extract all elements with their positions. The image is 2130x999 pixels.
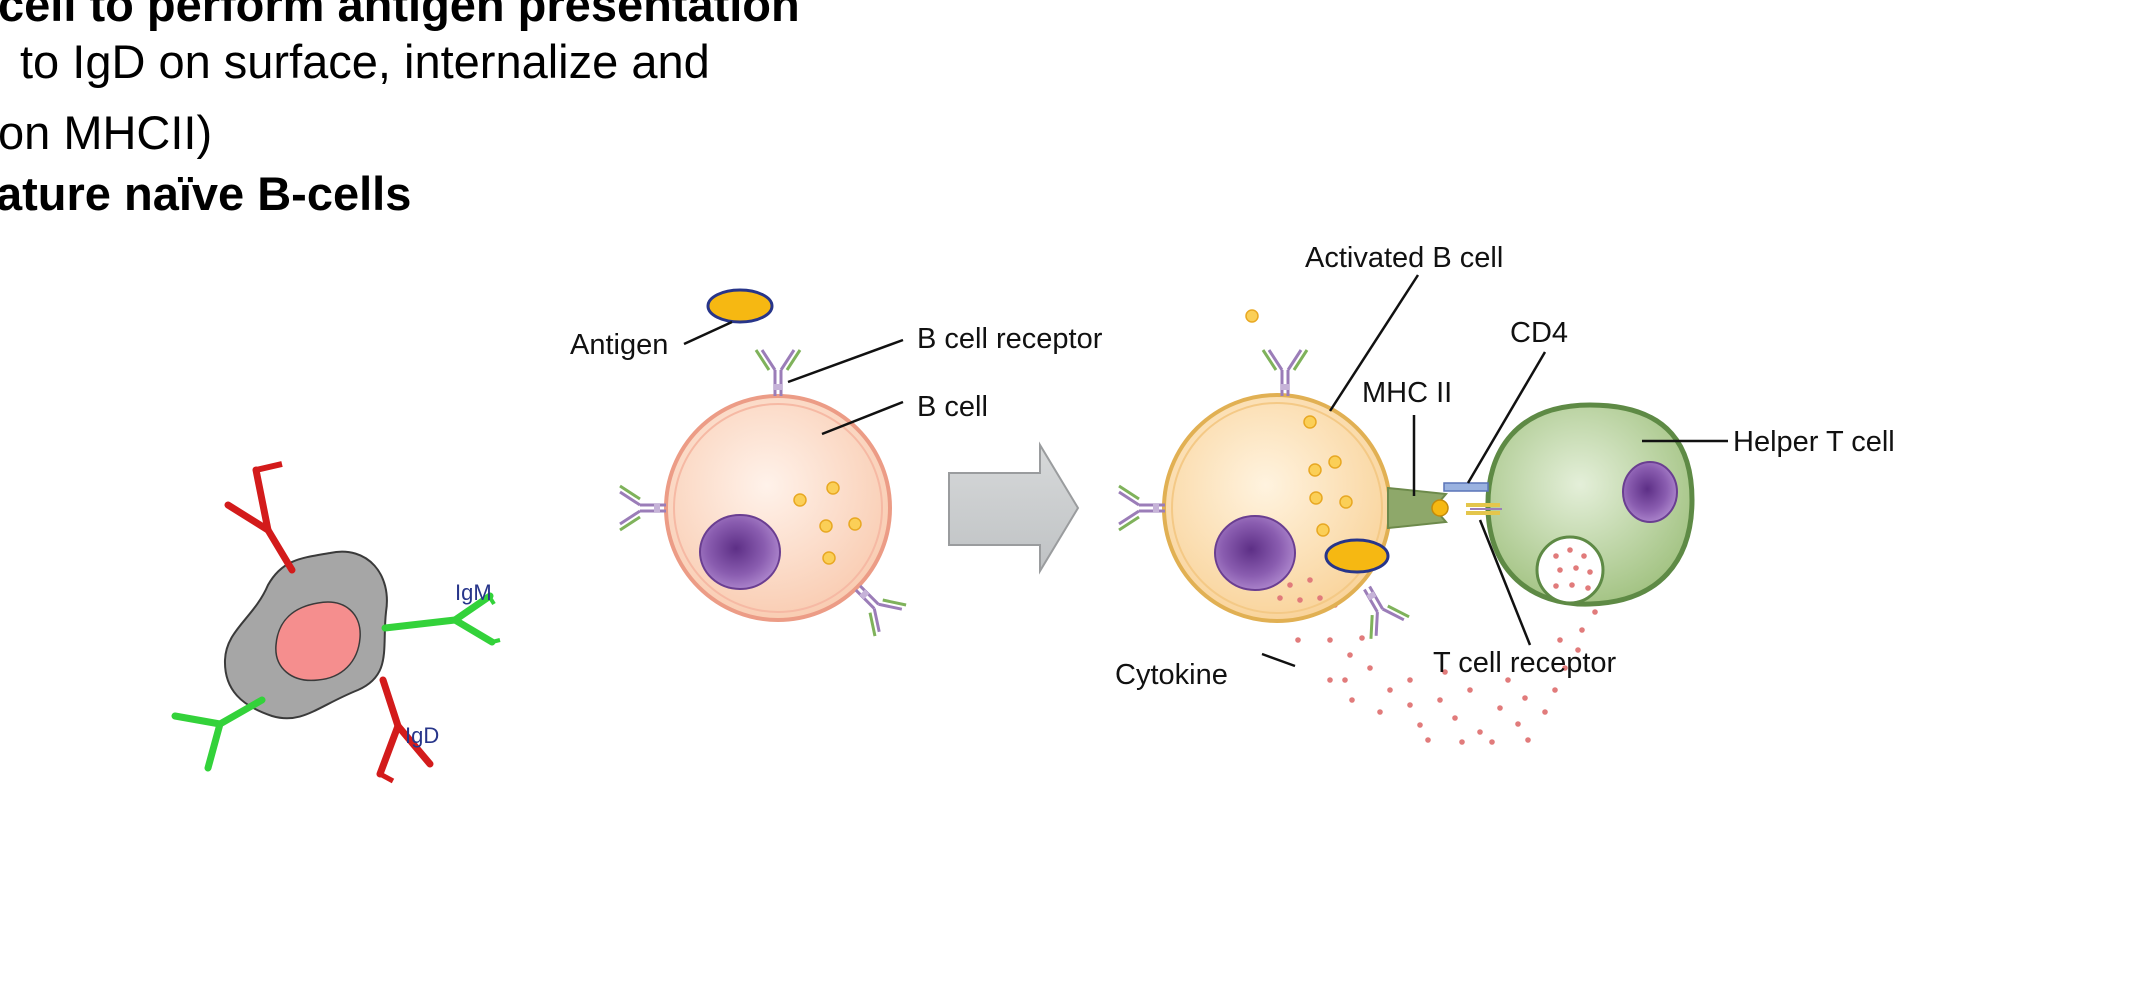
cytokine-label: Cytokine [1115,659,1228,691]
cd4-label: CD4 [1510,317,1568,349]
igm-antibody-icon [381,592,501,646]
activated-receptor-left-icon [1117,484,1167,532]
b-cell-nucleus [699,514,781,590]
activated-b-cell-nucleus [1214,515,1296,591]
text-line-2: to IgD on surface, internalize and [20,35,710,88]
presented-antigen-icon [1324,538,1390,574]
antigen-label: Antigen [570,329,668,361]
activated-b-cell-label: Activated B cell [1305,242,1503,274]
igd-antibody-lower-icon [376,676,434,784]
text-line-1: cell to perform antigen presentation [0,0,800,31]
b-cell-receptor-label: B cell receptor [917,323,1103,355]
b-cell-label: B cell [917,391,988,423]
b-cell-receptor-left-icon [618,484,668,532]
b-cell-receptor-icon [754,348,802,398]
internal-cytokine-dots [1277,577,1323,603]
t-cell-receptor-label: T cell receptor [1433,647,1617,679]
b-cell-vesicles [793,481,862,565]
activated-vesicles [1303,415,1353,537]
cd4-icon [1443,482,1489,492]
activation-arrow-icon [948,441,1080,575]
igd-label: IgD [405,723,439,748]
text-line-3: on MHCII) [0,106,213,159]
igm-label: IgM [455,580,492,605]
naive-b-cell-icon: IgM IgD [171,461,501,784]
mhc-ii-label: MHC II [1362,377,1452,409]
text-line-4: ature naïve B-cells [0,167,412,220]
igm-antibody-lower-icon [171,696,266,772]
igd-antibody-upper-icon [224,461,296,574]
activated-b-cell [1117,309,1598,745]
helper-t-cell-label: Helper T cell [1733,426,1895,458]
t-cell-nucleus [1622,461,1678,523]
activated-b-cell-receptor-icon [1261,348,1309,398]
t-cell-receptor-icon [1466,503,1500,515]
antigen-icon [706,288,774,324]
helper-t-cell [1443,402,1695,607]
b-cell: Antigen B cell receptor B cell [570,288,1103,638]
